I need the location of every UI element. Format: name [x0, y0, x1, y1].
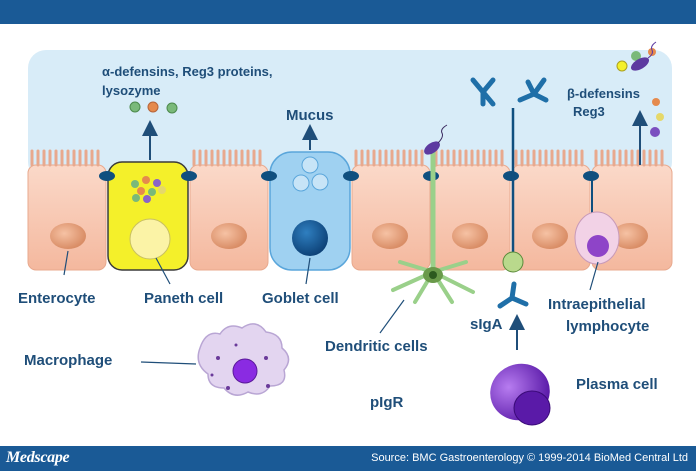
enterocyte-nucleus — [452, 223, 488, 249]
label-paneth-cell: Paneth cell — [144, 290, 224, 307]
label-macrophage: Macrophage — [24, 352, 113, 369]
plasma-cell — [490, 363, 551, 426]
dendritic-cell — [391, 124, 475, 304]
source-credit: Source: BMC Gastroenterology © 1999-2014… — [371, 452, 688, 464]
lumen — [28, 50, 672, 180]
siga-antibody — [497, 281, 529, 309]
microvilli — [30, 149, 664, 167]
label-iel-line1: Intraepithelial — [548, 296, 646, 313]
bacterium — [424, 141, 440, 155]
footer-bar — [0, 446, 696, 471]
label-pigr: pIgR — [370, 394, 404, 411]
label-plasma-cell: Plasma cell — [576, 376, 658, 393]
leader-lines — [63, 250, 599, 365]
macrophage — [197, 323, 290, 396]
siga-antibody — [517, 77, 549, 103]
siga-transport — [470, 77, 549, 309]
label-dendritic-cells: Dendritic cells — [325, 338, 428, 355]
label-antimicrobials-line2: lysozyme — [102, 83, 161, 98]
enterocyte-cell — [189, 164, 269, 271]
enterocyte-nucleus — [211, 223, 247, 249]
goblet-nucleus — [292, 220, 328, 256]
paneth-nucleus — [129, 218, 171, 260]
label-enterocyte: Enterocyte — [18, 290, 96, 307]
enterocyte-nucleus — [372, 223, 408, 249]
enterocyte-cell — [431, 164, 511, 271]
enterocyte-cell — [351, 164, 431, 271]
bacterium — [630, 57, 650, 71]
medscape-logo: Medscape — [6, 449, 70, 466]
label-antimicrobials-line1: α-defensins, Reg3 proteins, — [102, 64, 273, 79]
enterocyte-nucleus — [50, 223, 86, 249]
goblet-cell — [269, 151, 351, 271]
enterocyte-nucleus — [532, 223, 568, 249]
label-siga: sIgA — [470, 316, 503, 333]
enterocyte-cell — [511, 164, 591, 271]
label-iel-line2: lymphocyte — [566, 318, 650, 335]
siga-antibody — [470, 77, 496, 107]
intraepithelial-lymphocyte — [574, 178, 620, 265]
paneth-cell — [107, 161, 189, 271]
intestinal-epithelium-diagram — [27, 41, 673, 426]
label-mucus: Mucus — [286, 107, 334, 124]
label-reg3: Reg3 — [573, 104, 605, 119]
enterocyte-nucleus — [612, 223, 648, 249]
label-beta-defensins: β-defensins — [567, 86, 640, 101]
header-bar — [0, 0, 696, 24]
label-goblet-cell: Goblet cell — [262, 290, 339, 307]
